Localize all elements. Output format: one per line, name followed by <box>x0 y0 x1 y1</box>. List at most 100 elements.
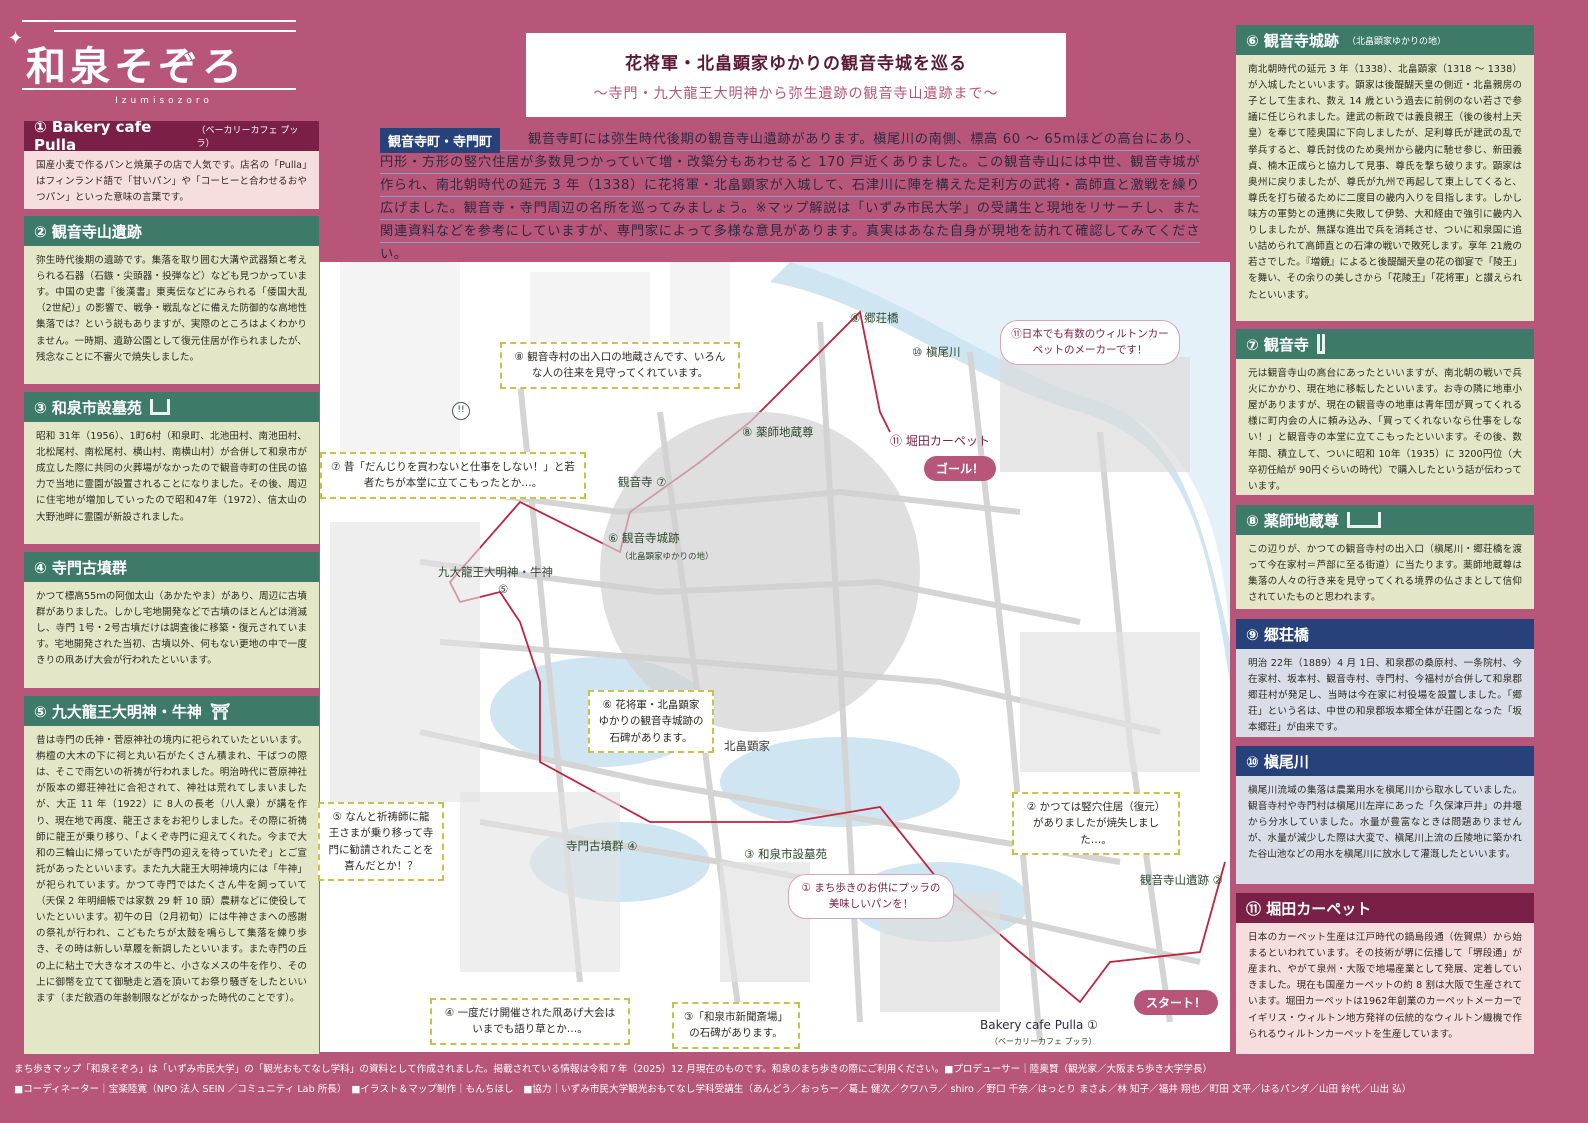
footer-line: ■コーディネーター｜宝楽陸寛（NPO 法人 SEIN ／コミュニティ Lab 所… <box>14 1084 1412 1095</box>
landmark-sketch <box>530 272 650 352</box>
card-title: ⑥ 観音寺城跡 <box>1246 31 1339 50</box>
landmark-sketch <box>340 262 460 462</box>
card-header: ⑧ 薬師地蔵尊 <box>1236 505 1534 535</box>
card-subtitle: （北畠顕家ゆかりの地） <box>1346 36 1446 47</box>
card-text: 日本のカーペット生産は江戸時代の鍋島段通（佐賀県）から始まるといわれています。そ… <box>1248 932 1522 1040</box>
card-kannonjiyama-site: ② 観音寺山遺跡 弥生時代後期の遺跡です。集落を取り囲む大溝や武器類と考えられる… <box>24 216 319 384</box>
portrait-sketch <box>600 412 920 732</box>
bubble-kannonji: ⑦ 昔「だんじりを買わないと仕事をしない！」と若者たちが本堂に立てこもったとか…… <box>320 452 586 499</box>
map-label-yakushi-jizo: ⑧ 薬師地蔵尊 <box>742 425 814 439</box>
card-header: ④ 寺門古墳群 <box>24 552 319 582</box>
map-label-kitabatake: 北畠顕家 <box>724 739 770 753</box>
map-label-bakery-sub: （ベーカリーカフェ プッラ） <box>990 1037 1097 1046</box>
route-map: ⑨ 郷荘橋 ⑩ 槇尾川 ⑪ 堀田カーペット ⑧ 薬師地蔵尊 観音寺 ⑦ ⑥ 観音… <box>318 262 1230 1052</box>
card-header: ① Bakery cafe Pulla （ベーカリーカフェ プッラ） <box>24 121 319 154</box>
title-scroll: 花将軍・北畠顕家ゆかりの観音寺城を巡る ～寺門・九大龍王大明神から弥生遺跡の観音… <box>514 23 1078 133</box>
card-header: ⑪ 堀田カーペット <box>1236 893 1534 923</box>
logo-line <box>22 88 296 90</box>
card-dragon-shrine: ⑤ 九大龍王大明神・牛神 ⛩ 昔は寺門の氏神・菅原神社の境内に祀られていたといいま… <box>24 696 319 1054</box>
card-castle-ruins: ⑥ 観音寺城跡 （北畠顕家ゆかりの地） 南北朝時代の延元 3 年（1338）、北畠… <box>1236 25 1534 321</box>
card-text: 南北朝時代の延元 3 年（1338）、北畠顕家（1318 ～ 1338）が入城し… <box>1248 64 1522 301</box>
card-title: ① Bakery cafe Pulla <box>34 121 152 154</box>
footer: まち歩きマップ「和泉そぞろ」は「いずみ市民大学」の「観光おもてなし学科」の資料と… <box>14 1060 1584 1120</box>
map-svg <box>330 262 1230 1043</box>
card-header: ⑥ 観音寺城跡 （北畠顕家ゆかりの地） <box>1236 25 1534 55</box>
landmark-sketch <box>460 792 620 972</box>
card-title: ⑤ 九大龍王大明神・牛神 <box>34 702 202 721</box>
map-label-castle-ruins: ⑥ 観音寺城跡 <box>608 531 680 545</box>
map-label-tomb-group: 寺門古墳群 ④ <box>566 839 638 853</box>
card-title: ⑨ 郷荘橋 <box>1246 625 1309 644</box>
map-label-hotta-carpet: ⑪ 堀田カーペット <box>890 434 990 448</box>
card-header: ③ 和泉市設墓苑 <box>24 392 319 422</box>
card-text: この辺りが、かつての観音寺村の出入口（槇尾川・郷荘橋を渡って今在家村＝芦部に至る… <box>1248 544 1522 604</box>
landmark-sketch <box>1000 357 1190 472</box>
bubble-castle: ⑥ 花将軍・北畠顕家ゆかりの観音寺城跡の石碑があります。 <box>588 690 714 753</box>
card-text: 国産小麦で作るパンと焼菓子の店で人気です。店名の「Pulla」はフィンランド語で… <box>36 160 307 204</box>
card-text: 槇尾川流域の集落は農業用水を槇尾川から取水していました。観音寺村や寺門村は槇尾川… <box>1248 785 1522 861</box>
map-label-kannonjiyama: 観音寺山遺跡 ② <box>1140 873 1223 887</box>
map-label-kannonji: 観音寺 ⑦ <box>618 475 667 489</box>
card-text: かつて標高55ｍの阿伽太山（あかたやま）があり、周辺に古墳群がありました。しかし… <box>36 591 307 667</box>
card-gosho-bridge: ⑨ 郷荘橋 明治 22年（1889）4 月 1日、和泉郡の桑原村、一条院村、今在… <box>1236 619 1534 737</box>
card-title: ② 観音寺山遺跡 <box>34 222 142 241</box>
intro-tag: 観音寺町・寺門町 <box>380 128 501 153</box>
landmark-sketch <box>670 262 730 352</box>
intro-text: 観音寺町には弥生時代後期の観音寺山遺跡があります。槇尾川の南側、標高 60 ～ … <box>380 128 1200 266</box>
card-text: 弥生時代後期の遺跡です。集落を取り囲む大溝や武器類と考えられる石器（石鏃・尖頭器… <box>36 255 307 363</box>
card-header: ② 観音寺山遺跡 <box>24 216 319 246</box>
bubble-cemetery: ③「和泉市新聞斎場」の石碑があります。 <box>672 1002 800 1049</box>
card-yakushi-jizo: ⑧ 薬師地蔵尊 この辺りが、かつての観音寺村の出入口（槇尾川・郷荘橋を渡って今在… <box>1236 505 1534 609</box>
scroll-rod <box>514 23 524 133</box>
logo: ✦ 和泉そぞろ Izumisozoro <box>8 8 314 112</box>
card-header: ⑩ 槇尾川 <box>1236 746 1534 776</box>
page-subtitle: ～寺門・九大龍王大明神から弥生遺跡の観音寺山遺跡まで～ <box>593 86 999 102</box>
card-header: ⑨ 郷荘橋 <box>1236 619 1534 649</box>
card-subtitle: （ベーカリーカフェ プッラ） <box>196 126 299 149</box>
scroll-rod <box>1068 23 1078 133</box>
card-kannonji: ⑦ 観音寺 元は観音寺山の高台にあったといいますが、南北朝の戦いで兵火にかかり、… <box>1236 329 1534 495</box>
card-header: ⑤ 九大龍王大明神・牛神 ⛩ <box>24 696 319 726</box>
torii-icon: ⛩ <box>209 701 231 721</box>
bubble-pit-house: ② かつては竪穴住居（復元）がありましたが焼失しました…。 <box>1012 792 1180 855</box>
card-text: 明治 22年（1889）4 月 1日、和泉郡の桑原村、一条院村、今在家村、坂本村… <box>1248 658 1522 734</box>
card-bakery: ① Bakery cafe Pulla （ベーカリーカフェ プッラ） 国産小麦で作… <box>24 121 319 209</box>
page-title: 花将軍・北畠顕家ゆかりの観音寺城を巡る <box>625 54 967 74</box>
map-label-bakery: Bakery cafe Pulla ① <box>980 1018 1098 1032</box>
bubble-carpet: ⑪日本でも有数のウィルトンカーペットのメーカーです！ <box>1000 320 1180 365</box>
monument-icon <box>1346 512 1381 528</box>
card-tomb-group: ④ 寺門古墳群 かつて標高55ｍの阿伽太山（あかたやま）があり、周辺に古墳群があ… <box>24 552 319 688</box>
monument-icon <box>1316 334 1325 354</box>
map-label-5: ⑤ <box>498 582 509 596</box>
card-title: ③ 和泉市設墓苑 <box>34 398 142 417</box>
logo-romaji: Izumisozoro <box>115 96 213 106</box>
map-label-gosho-bridge: ⑨ 郷荘橋 <box>850 311 899 325</box>
bubble-bakery: ① まち歩きのお供にプッラの美味しいパンを！ <box>788 874 954 919</box>
card-title: ⑧ 薬師地蔵尊 <box>1246 511 1339 530</box>
bubble-dragon: ⑤ なんと祈祷師に龍王さまが乗り移って寺門に勧請されたことを喜んだとか！？ <box>318 802 444 882</box>
logo-line <box>54 30 296 32</box>
card-makio-river: ⑩ 槇尾川 槇尾川流域の集落は農業用水を槇尾川から取水していました。観音寺村や寺… <box>1236 746 1534 884</box>
card-title: ⑪ 堀田カーペット <box>1246 899 1372 918</box>
logo-line <box>22 20 296 22</box>
bubble-kite: ④ 一度だけ開催された凧あげ大会はいまでも語り草とか…。 <box>430 998 630 1045</box>
map-label-castle-sub: （北畠顕家ゆかりの地） <box>620 552 714 562</box>
map-label-dragon-shrine: 九大龍王大明神・牛神 <box>438 565 553 579</box>
monument-icon <box>149 399 170 415</box>
card-header: ⑦ 観音寺 <box>1236 329 1534 359</box>
card-cemetery: ③ 和泉市設墓苑 昭和 31年（1956）、1町6村（和泉町、北池田村、南池田村… <box>24 392 319 544</box>
logo-title: 和泉そぞろ <box>26 43 246 90</box>
exclaim-bubble: !! <box>452 402 470 420</box>
card-text: 元は観音寺山の高台にあったといいますが、南北朝の戦いで兵火にかかり、現在地に移転… <box>1248 368 1522 492</box>
map-label-cemetery: ③ 和泉市設墓苑 <box>744 847 827 861</box>
intro: 観音寺町には弥生時代後期の観音寺山遺跡があります。槇尾川の南側、標高 60 ～ … <box>380 128 1200 266</box>
footer-line: まち歩きマップ「和泉そぞろ」は「いずみ市民大学」の「観光おもてなし学科」の資料と… <box>14 1064 1213 1075</box>
goal-badge: ゴール！ <box>924 456 997 481</box>
card-title: ④ 寺門古墳群 <box>34 558 127 577</box>
card-title: ⑦ 観音寺 <box>1246 335 1309 354</box>
start-badge: スタート！ <box>1134 990 1219 1015</box>
card-text: 昔は寺門の氏神・菅原神社の境内に祀られていたといいます。栴檀の大木の下に祠と丸い… <box>36 735 307 1004</box>
bubble-jizo: ⑧ 観音寺村の出入口の地蔵さんです、いろんな人の往来を見守ってくれています。 <box>500 342 740 389</box>
landmark-sketch <box>330 522 480 802</box>
